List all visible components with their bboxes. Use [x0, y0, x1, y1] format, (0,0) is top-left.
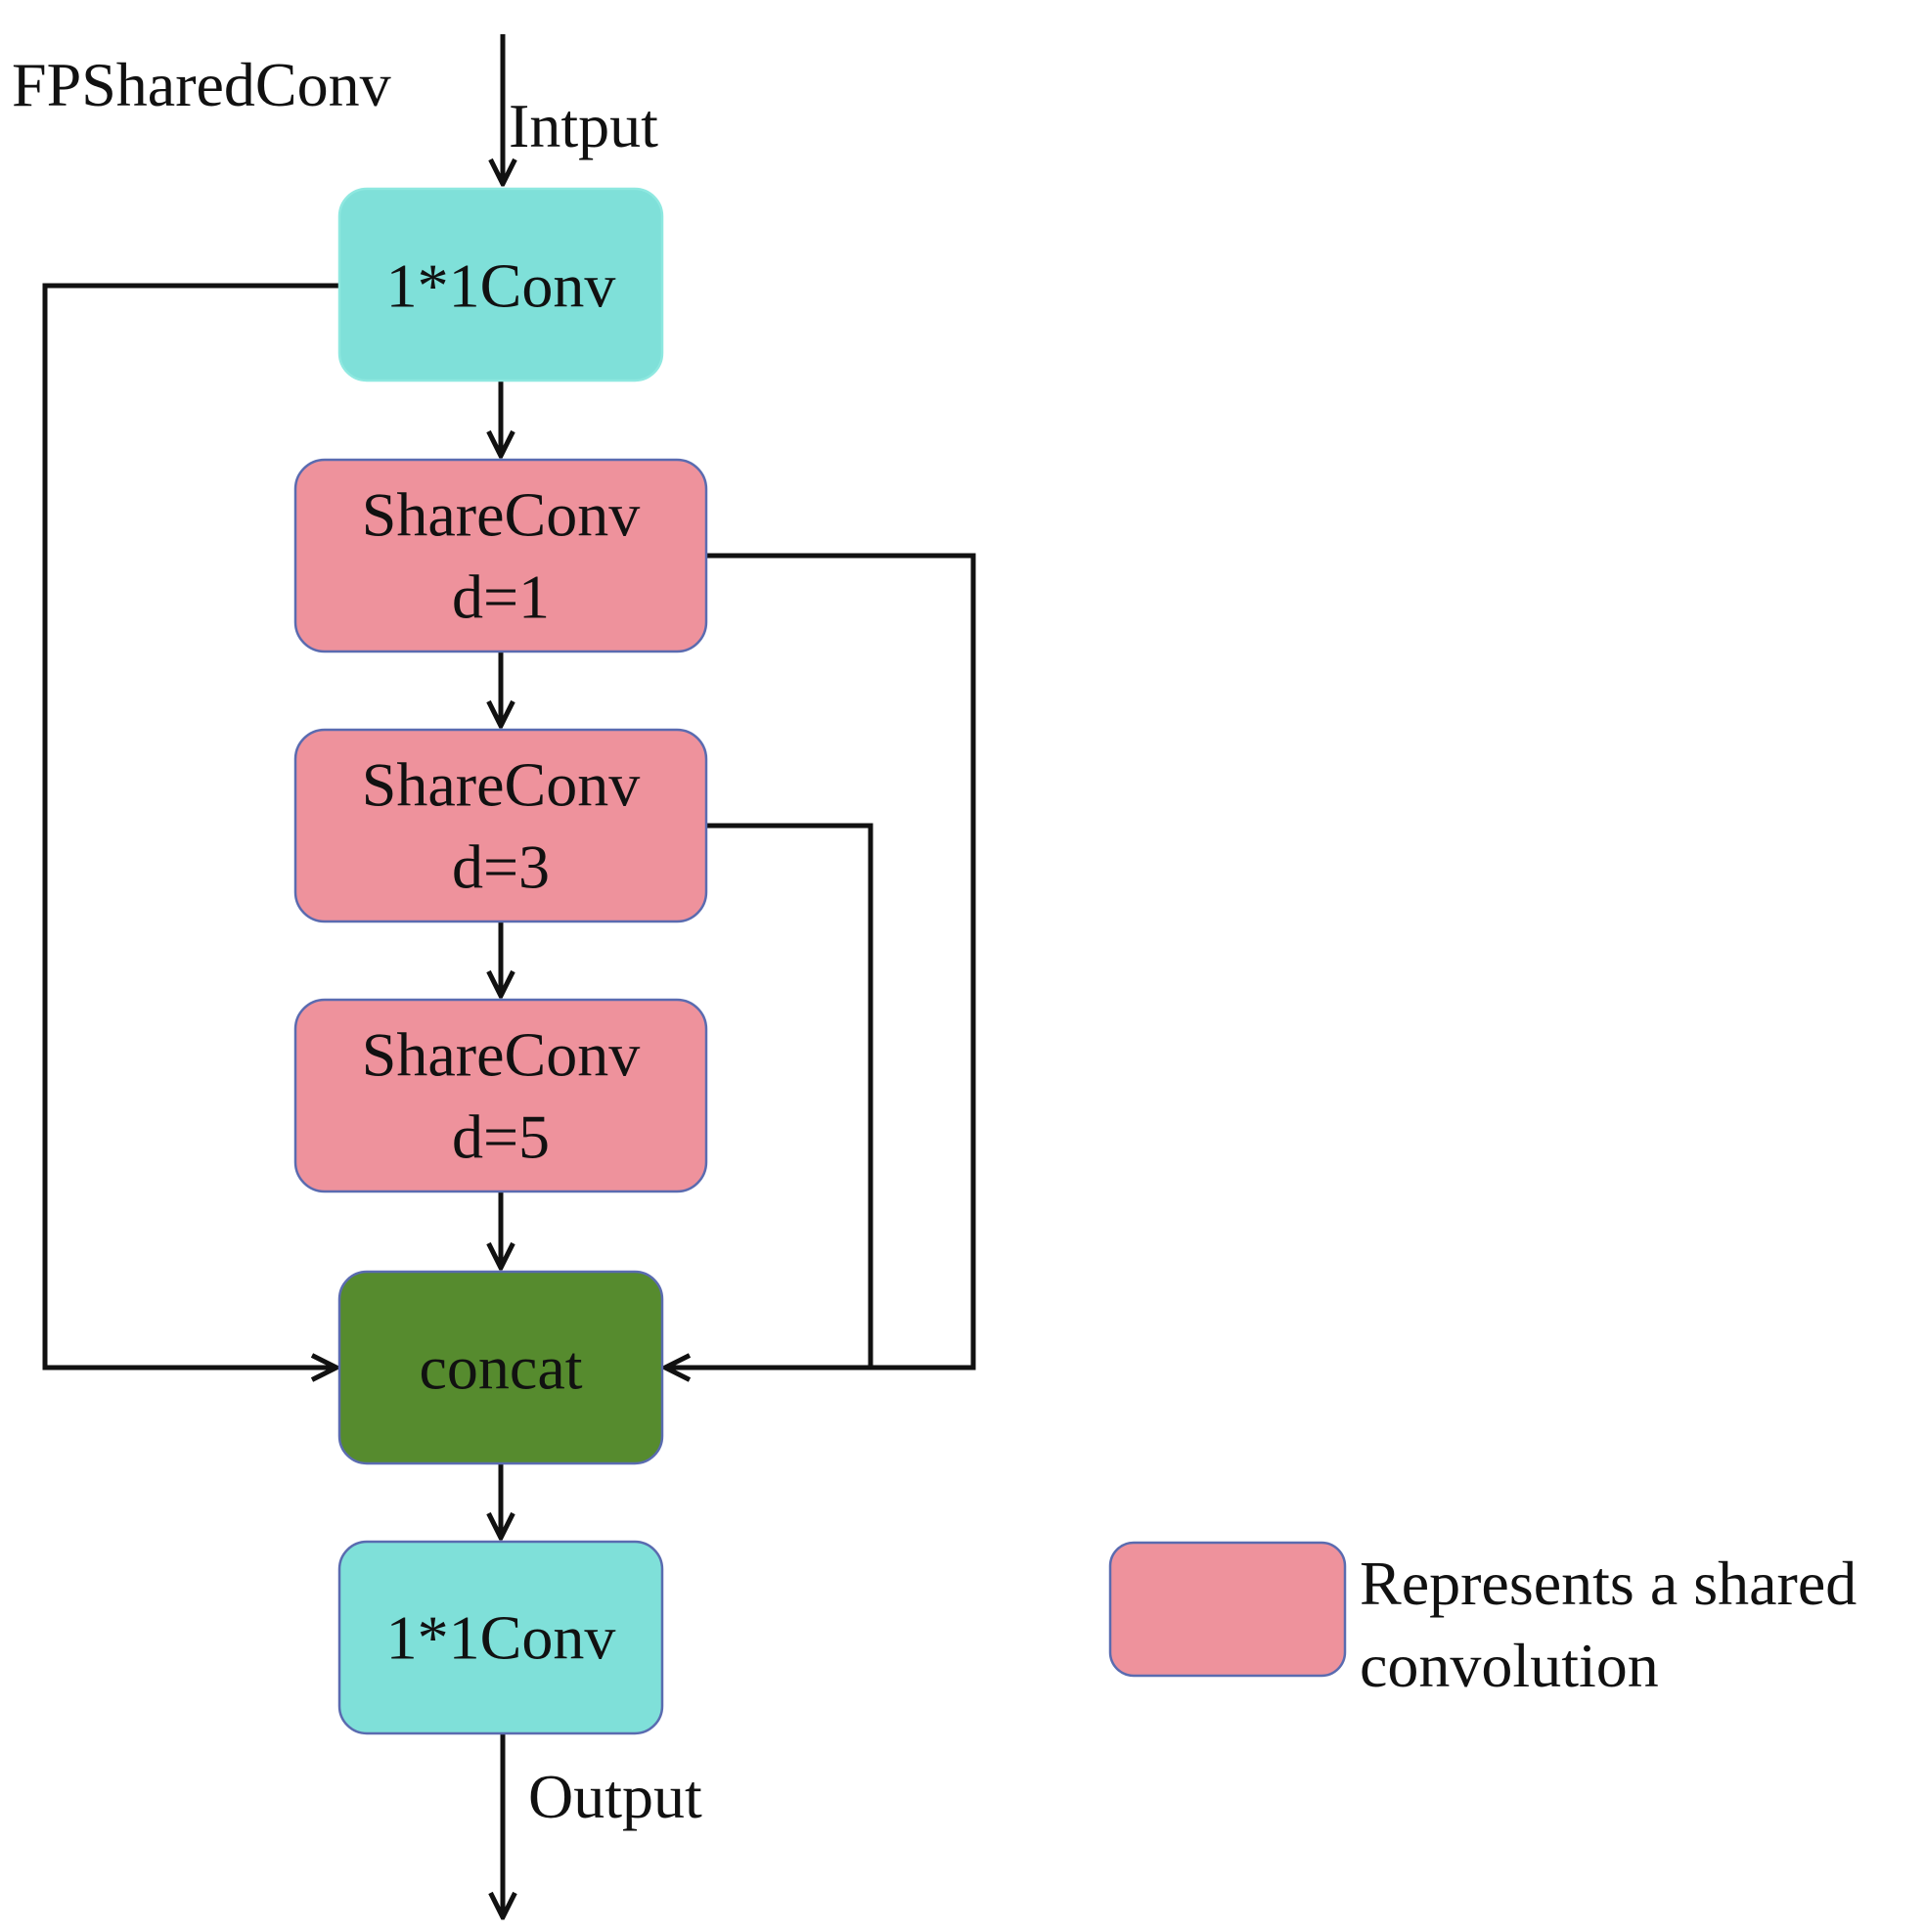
- node-conv-out-box: [337, 1540, 664, 1735]
- output-label: Output: [528, 1762, 702, 1831]
- edge-conv-in-skip-to-concat: [42, 283, 338, 1368]
- edge-share1-skip-to-concat: [665, 553, 976, 1368]
- diagram-title: FPSharedConv: [12, 50, 391, 119]
- node-conv-in: 1*1Conv: [337, 187, 664, 382]
- edge-share2-skip-to-concat: [706, 823, 873, 1368]
- input-label: Intput: [509, 91, 658, 160]
- node-share1-label-line2: d=1: [452, 562, 550, 632]
- node-conv-in-label: 1*1Conv: [386, 251, 616, 321]
- legend-swatch: [1108, 1541, 1347, 1678]
- legend-text-line1: Represents a shared: [1360, 1549, 1857, 1618]
- node-concat: concat: [337, 1270, 664, 1465]
- node-share2-label-line1: ShareConv: [362, 750, 640, 820]
- node-concat-label: concat: [420, 1333, 583, 1403]
- node-share1-box: [293, 458, 708, 653]
- node-share2: ShareConv d=3: [293, 728, 708, 923]
- node-share1-label-line1: ShareConv: [362, 480, 640, 550]
- node-conv-in-box: [337, 187, 664, 382]
- node-share1: ShareConv d=1: [293, 458, 708, 653]
- node-conv-out: 1*1Conv: [337, 1540, 664, 1735]
- node-share3-box: [293, 998, 708, 1193]
- node-share3-label-line2: d=5: [452, 1102, 550, 1172]
- node-conv-out-label: 1*1Conv: [386, 1603, 616, 1673]
- legend: Represents a shared convolution: [1108, 1541, 1857, 1700]
- node-share3: ShareConv d=5: [293, 998, 708, 1193]
- node-share2-box: [293, 728, 708, 923]
- node-share2-label-line2: d=3: [452, 832, 550, 902]
- node-concat-box: [337, 1270, 664, 1465]
- node-share3-label-line1: ShareConv: [362, 1020, 640, 1090]
- legend-text-line2: convolution: [1360, 1631, 1659, 1700]
